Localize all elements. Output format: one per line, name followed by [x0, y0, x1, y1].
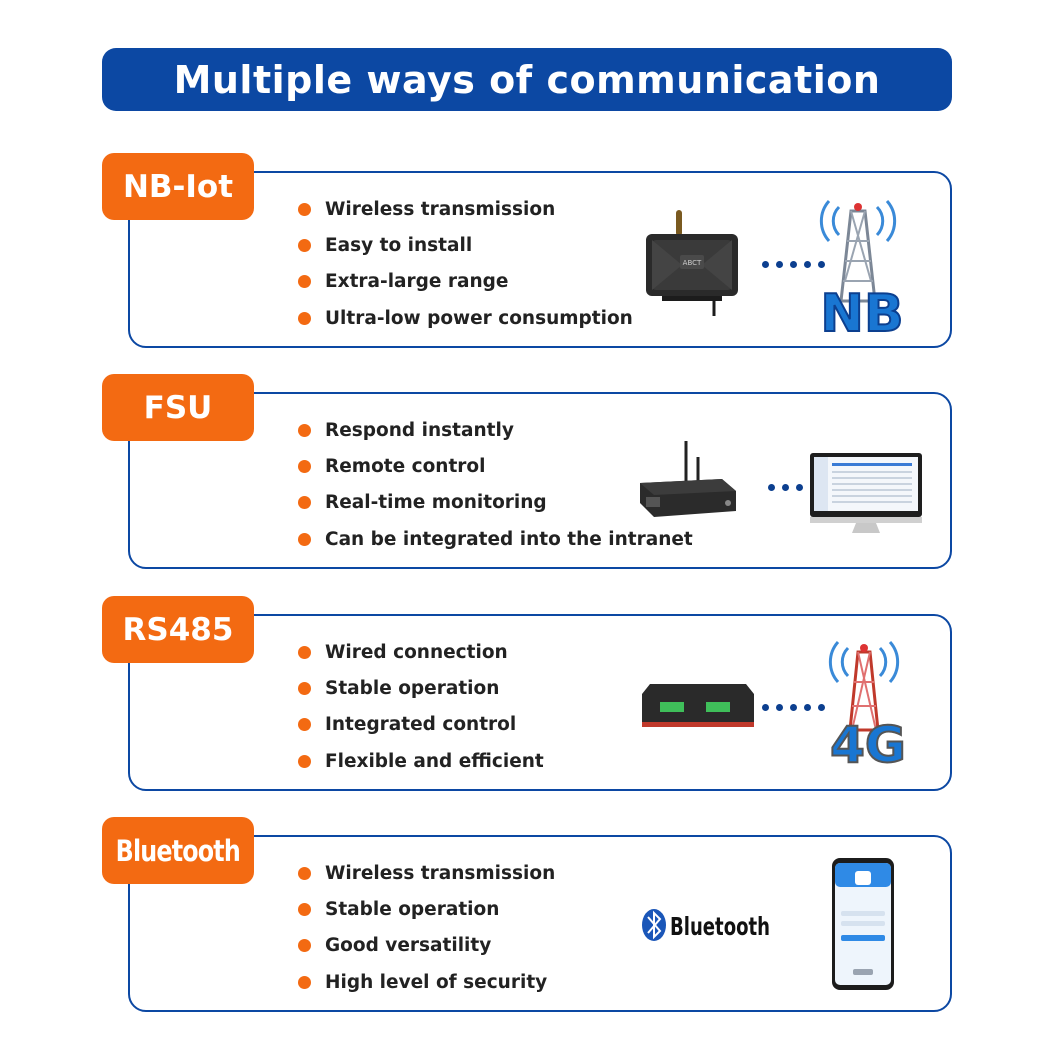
title-banner: Multiple ways of communication — [102, 48, 952, 111]
feature-item: Easy to install — [298, 227, 633, 263]
feature-item: Ultra-low power consumption — [298, 300, 633, 336]
feature-item: Good versatility — [298, 928, 555, 964]
bullet-icon — [298, 939, 311, 953]
svg-text:ABCT: ABCT — [683, 259, 702, 267]
connection-dots — [762, 704, 825, 711]
rs485-module-icon — [642, 684, 754, 727]
bullet-icon — [298, 645, 311, 659]
section-bluetooth: Bluetooth Wireless transmission Stable o… — [102, 817, 952, 1017]
feature-item: Real-time monitoring — [298, 485, 693, 521]
feature-list: Respond instantly Remote control Real-ti… — [298, 412, 693, 557]
feature-item: Respond instantly — [298, 412, 693, 448]
section-tag: FSU — [102, 374, 254, 441]
bullet-icon — [298, 866, 311, 880]
feature-list: Wired connection Stable operation Integr… — [298, 634, 544, 779]
cell-tower-icon — [819, 200, 897, 303]
bullet-icon — [298, 532, 311, 546]
bullet-icon — [298, 902, 311, 916]
feature-list: Wireless transmission Stable operation G… — [298, 855, 555, 1000]
section-frame — [128, 171, 952, 348]
feature-item: Flexible and efficient — [298, 743, 544, 779]
feature-item: Remote control — [298, 448, 693, 484]
svg-text:NB: NB — [820, 284, 903, 344]
feature-item: High level of security — [298, 964, 555, 1000]
feature-item: Wireless transmission — [298, 191, 633, 227]
section-frame — [128, 835, 952, 1012]
phone-app-icon — [832, 858, 894, 990]
feature-item: Wired connection — [298, 634, 544, 670]
connection-dots — [762, 261, 825, 268]
section-tag: RS485 — [102, 596, 254, 663]
bullet-icon — [298, 238, 311, 252]
monitor-icon — [810, 453, 922, 533]
bullet-icon — [298, 311, 311, 325]
nb-gateway-device-icon: ABCT — [646, 210, 738, 316]
svg-text:4G: 4G — [830, 716, 906, 774]
feature-item: Stable operation — [298, 670, 544, 706]
bullet-icon — [298, 754, 311, 768]
feature-item: Stable operation — [298, 891, 555, 927]
feature-item: Can be integrated into the intranet — [298, 521, 693, 557]
cell-tower-icon — [828, 641, 900, 732]
svg-text:Bluetooth: Bluetooth — [670, 912, 770, 941]
feature-item: Extra-large range — [298, 264, 633, 300]
4g-badge-icon: 4G — [829, 715, 907, 775]
bullet-icon — [298, 423, 311, 437]
section-nb-iot: NB-Iot Wireless transmission Easy to ins… — [102, 153, 952, 353]
bullet-icon — [298, 718, 311, 732]
feature-list: Wireless transmission Easy to install Ex… — [298, 191, 633, 336]
section-tag: NB-Iot — [102, 153, 254, 220]
page-title: Multiple ways of communication — [173, 57, 881, 102]
bullet-icon — [298, 975, 311, 989]
bullet-icon — [298, 459, 311, 473]
connection-dots — [768, 484, 803, 491]
feature-item: Wireless transmission — [298, 855, 555, 891]
bullet-icon — [298, 202, 311, 216]
bluetooth-logo: Bluetooth — [642, 909, 770, 941]
section-frame — [128, 614, 952, 791]
bullet-icon — [298, 275, 311, 289]
section-tag: Bluetooth — [102, 817, 254, 884]
bullet-icon — [298, 681, 311, 695]
section-fsu: FSU Respond instantly Remote control Rea… — [102, 374, 952, 574]
fsu-device-icon — [640, 441, 736, 517]
feature-item: Integrated control — [298, 707, 544, 743]
section-rs485: RS485 Wired connection Stable operation … — [102, 596, 952, 796]
bullet-icon — [298, 496, 311, 510]
nb-badge-icon: NB — [819, 283, 904, 345]
